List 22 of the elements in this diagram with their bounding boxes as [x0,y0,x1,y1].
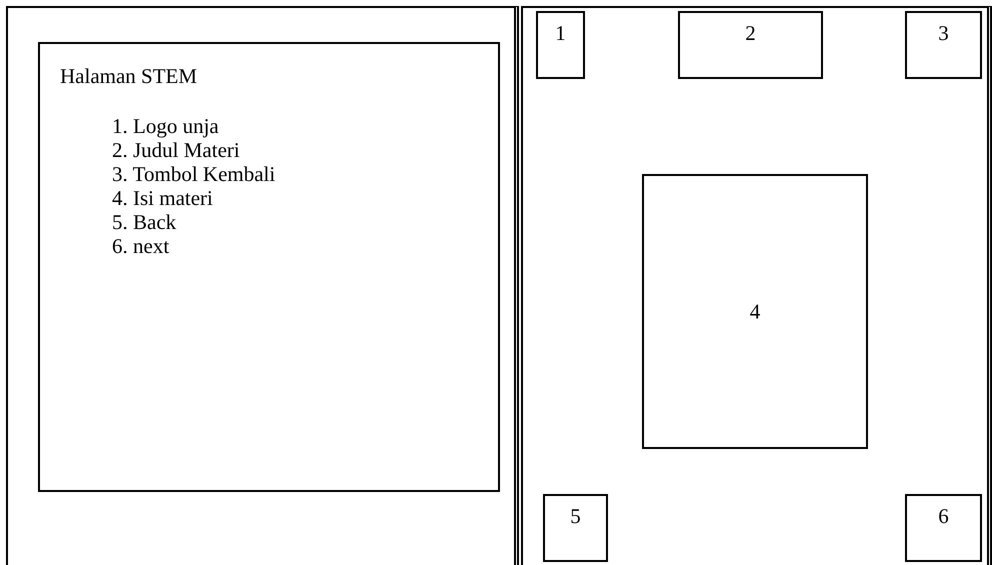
layout-box [536,11,585,79]
list-item: 5. Back [112,210,176,235]
box-number: 2 [745,21,756,46]
list-item: 1. Logo unja [112,114,219,139]
box-number: 1 [555,21,566,46]
description-box [38,42,500,492]
layout-box [678,11,823,79]
box-number: 4 [750,299,760,324]
layout-box [642,174,868,449]
list-item: 6. next [112,234,170,259]
box-number: 3 [938,21,949,46]
layout-box [905,11,982,79]
layout-box [543,494,608,562]
left-panel [6,6,519,565]
box-number: 6 [938,504,949,529]
wireframe-panel [521,6,992,565]
page-heading: Halaman STEM [60,64,198,89]
layout-box [905,494,982,562]
list-item: 4. Isi materi [112,186,213,211]
box-number: 5 [570,504,581,529]
list-item: 3. Tombol Kembali [112,162,276,187]
list-item: 2. Judul Materi [112,138,240,163]
